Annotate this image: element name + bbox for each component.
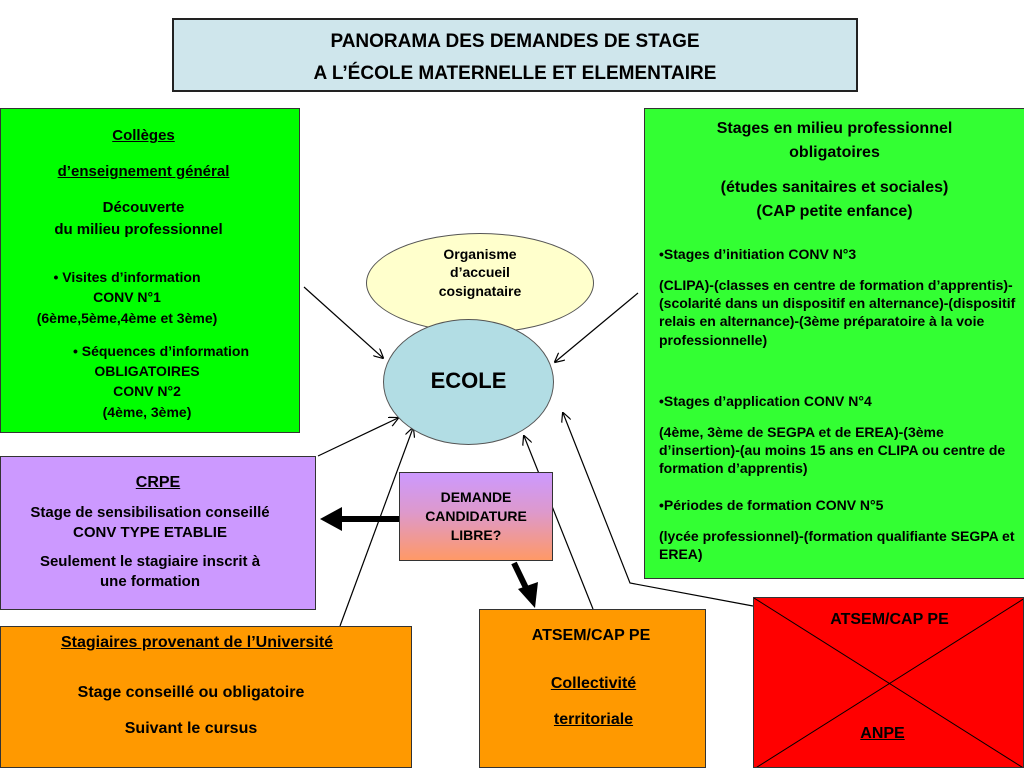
candidature-line-1: DEMANDE xyxy=(440,489,512,505)
title-line-2: A L’ÉCOLE MATERNELLE ET ELEMENTAIRE xyxy=(313,63,717,84)
colleges-item-2-line-1: • Séquences d’information xyxy=(72,343,250,359)
candidature-box: DEMANDE CANDIDATURE LIBRE? xyxy=(399,472,553,561)
stages-heading-1: Stages en milieu professionnel xyxy=(716,120,953,137)
title-line-1: PANORAMA DES DEMANDES DE STAGE xyxy=(330,31,700,52)
atsem-anpe-line-2: ANPE xyxy=(860,725,905,742)
stages-item-application-detail: (4ème, 3ème de SEGPA et de EREA)-(3ème d… xyxy=(659,424,1006,477)
diagram-title-box: PANORAMA DES DEMANDES DE STAGE A L’ÉCOLE… xyxy=(172,18,858,92)
ecole-label: ECOLE xyxy=(430,368,507,393)
colleges-item-1-line-3: (6ème,5ème,4ème et 3ème) xyxy=(36,310,218,326)
crpe-box: CRPE Stage de sensibilisation conseillé … xyxy=(0,456,316,610)
stages-item-initiation: •Stages d’initiation CONV N°3 xyxy=(659,246,857,262)
colleges-item-1-line-2: CONV N°1 xyxy=(93,289,161,305)
colleges-item-2-line-2: OBLIGATOIRES xyxy=(94,363,200,379)
atsem-anpe-box: ATSEM/CAP PE ANPE xyxy=(753,597,1024,768)
organisme-line-2: d’accueil xyxy=(450,264,510,280)
atsem-anpe-line-1: ATSEM/CAP PE xyxy=(830,611,949,628)
candidature-line-3: LIBRE? xyxy=(450,527,502,543)
stages-pro-box: Stages en milieu professionnel obligatoi… xyxy=(644,108,1024,579)
candidature-line-2: CANDIDATURE xyxy=(425,508,527,524)
thick-arrow-to-atsem-shaft xyxy=(511,561,530,592)
stages-item-formation-detail: (lycée professionnel)-(formation qualifi… xyxy=(659,528,1015,563)
stages-item-initiation-detail: (CLIPA)-(classes en centre de formation … xyxy=(659,277,1016,348)
cross-out-lines xyxy=(754,598,1023,767)
colleges-box: Collèges d’enseignement général Découver… xyxy=(0,108,300,433)
universite-line-2: Suivant le cursus xyxy=(124,720,258,737)
colleges-item-1-line-1: • Visites d’information xyxy=(53,269,201,285)
crpe-line-3: Seulement le stagiaire inscrit à xyxy=(39,553,261,570)
colleges-subtitle-1: Découverte xyxy=(102,199,185,216)
stages-item-formation: •Périodes de formation CONV N°5 xyxy=(659,497,884,513)
universite-heading: Stagiaires provenant de l’Université xyxy=(60,634,334,651)
colleges-item-2-line-3: CONV N°2 xyxy=(113,383,181,399)
atsem-collectivite-line-3: territoriale xyxy=(553,711,634,728)
atsem-collectivite-box: ATSEM/CAP PE Collectivité territoriale xyxy=(479,609,706,768)
thick-arrow-to-crpe-head xyxy=(320,507,342,531)
atsem-collectivite-line-1: ATSEM/CAP PE xyxy=(531,627,651,644)
organisme-line-1: Organisme xyxy=(443,246,517,262)
stages-heading-3: (études sanitaires et sociales) xyxy=(720,179,949,196)
organisme-ellipse: Organisme d’accueil cosignataire xyxy=(366,233,594,333)
organisme-line-3: cosignataire xyxy=(438,283,522,299)
colleges-item-2-line-4: (4ème, 3ème) xyxy=(102,404,192,420)
crpe-line-4: une formation xyxy=(100,573,200,590)
colleges-heading-2: d’enseignement général xyxy=(57,163,230,180)
crpe-line-1: Stage de sensibilisation conseillé xyxy=(30,504,270,521)
arrow-crpe-to-ecole xyxy=(317,418,398,457)
crpe-heading: CRPE xyxy=(135,474,181,491)
thick-arrow-to-atsem-head xyxy=(518,582,538,608)
colleges-subtitle-2: du milieu professionnel xyxy=(54,221,223,238)
stages-heading-4: (CAP petite enfance) xyxy=(756,203,913,220)
stages-item-application: •Stages d’application CONV N°4 xyxy=(659,393,872,409)
stages-heading-2: obligatoires xyxy=(789,144,880,161)
universite-box: Stagiaires provenant de l’Université Sta… xyxy=(0,626,412,768)
colleges-heading-1: Collèges xyxy=(112,127,175,144)
universite-line-1: Stage conseillé ou obligatoire xyxy=(77,684,305,701)
crpe-line-2: CONV TYPE ETABLIE xyxy=(73,524,227,541)
atsem-collectivite-line-2: Collectivité xyxy=(550,675,637,692)
ecole-ellipse: ECOLE xyxy=(383,319,554,445)
